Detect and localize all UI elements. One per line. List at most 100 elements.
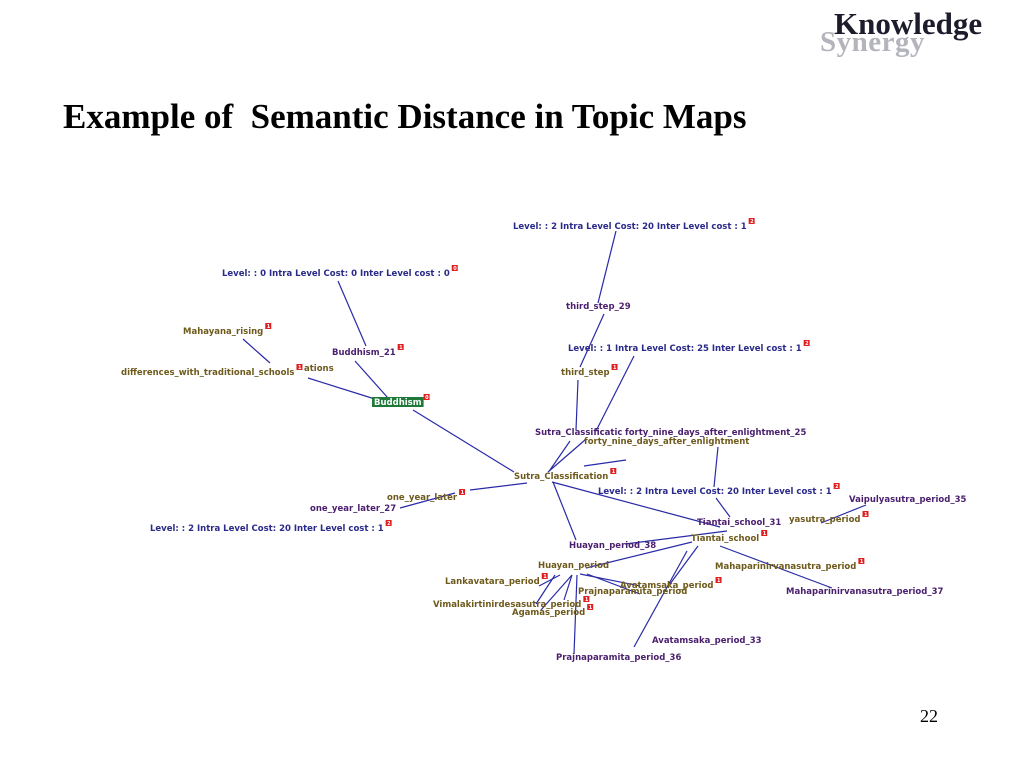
level-marker-icon: 1 (265, 323, 272, 330)
node-prajna-36[interactable]: Prajnaparamita_period_36 (556, 653, 681, 663)
marker-value: 1 (612, 469, 616, 475)
logo-synergy-text: Synergy (820, 26, 925, 58)
node-label: Huayan_period (538, 561, 609, 571)
marker-value: 1 (864, 512, 868, 518)
graph-edge (354, 360, 389, 399)
level-marker-icon: 1 (862, 511, 869, 518)
graph-edge (549, 440, 571, 471)
node-lvl0[interactable]: Level: : 0 Intra Level Cost: 0 Inter Lev… (222, 265, 458, 279)
graph-edge (399, 492, 456, 509)
level-marker-icon: 0 (451, 265, 458, 272)
slide-title: Example of Semantic Distance in Topic Ma… (63, 97, 747, 136)
level-marker-icon: 1 (459, 489, 466, 496)
marker-value: 2 (805, 341, 809, 347)
marker-value: 1 (763, 531, 767, 537)
graph-edge (595, 355, 635, 432)
node-forty-nine[interactable]: forty_nine_days_after_enlightment (584, 437, 749, 447)
node-huayan[interactable]: Huayan_period (538, 561, 609, 571)
node-mahapari-37[interactable]: Mahaparinirvanasutra_period_37 (786, 587, 944, 597)
node-prajna[interactable]: Prajnaparamita_period (578, 587, 687, 597)
node-label: Vaipulyasutra_period_35 (849, 495, 966, 505)
marker-value: 1 (543, 574, 547, 580)
marker-value: 2 (750, 219, 754, 225)
node-tiantai[interactable]: Tiantai_school 1 (691, 530, 768, 544)
level-marker-icon: 1 (715, 577, 722, 584)
node-vaipulyasutra-35[interactable]: Vaipulyasutra_period_35 (849, 495, 966, 505)
marker-value: 1 (267, 324, 271, 330)
node-lvl2-mid[interactable]: Level: : 2 Intra Level Cost: 20 Inter Le… (598, 483, 840, 497)
graph-edge (669, 545, 699, 585)
marker-value: 1 (298, 365, 302, 371)
level-marker-icon: 2 (748, 218, 755, 225)
graph-edge (242, 338, 271, 364)
marker-value: 1 (461, 490, 465, 496)
graph-edge (585, 541, 693, 569)
graph-edge (307, 377, 379, 401)
node-label: Tiantai_school (691, 534, 759, 544)
graph-edge (412, 409, 515, 473)
graph-edge (552, 481, 577, 541)
marker-value: 0 (453, 266, 457, 272)
level-marker-icon: 1 (397, 344, 404, 351)
node-label: Avatamsaka_period (620, 581, 714, 591)
node-forty-nine-25[interactable]: forty_nine_days_after_enlightment_25 (625, 428, 806, 438)
node-label: third_step (561, 368, 610, 378)
node-avatamsaka-33[interactable]: Avatamsaka_period_33 (652, 636, 762, 646)
graph-edge (579, 573, 641, 587)
logo-knowledge-text: Knowledge (834, 6, 983, 41)
graph-edge (575, 379, 579, 431)
node-label: Avatamsaka_period_33 (652, 636, 762, 646)
node-label: Prajnaparamita_period (578, 587, 687, 597)
level-marker-icon: 1 (583, 596, 590, 603)
graph-edge (469, 482, 528, 491)
node-buddhism-21[interactable]: Buddhism_211 (332, 344, 404, 358)
node-third-step-29[interactable]: third_step_29 (566, 302, 631, 312)
graph-edge (538, 574, 561, 587)
graph-edge (713, 446, 719, 488)
node-sutra-class-fragment[interactable]: Sutra_Classificatic (535, 428, 622, 438)
node-lvl1[interactable]: Level: : 1 Intra Level Cost: 25 Inter Le… (568, 340, 810, 354)
level-marker-icon: 1 (761, 530, 768, 537)
node-one-year-later-27[interactable]: one_year_later_27 (310, 504, 396, 514)
graph-edge (563, 574, 573, 601)
page-number: 22 (920, 706, 938, 726)
node-label: forty_nine_days_after_enlightment (584, 437, 749, 447)
node-label: Sutra_Classificatic (535, 428, 622, 438)
node-label: Level: : 2 Intra Level Cost: 20 Inter Le… (513, 222, 747, 232)
node-huayan-38[interactable]: Huayan_period_38 (569, 541, 656, 551)
graph-edge (551, 481, 721, 528)
graph-edge (583, 459, 627, 467)
marker-value: 0 (425, 395, 429, 401)
node-label: one_year_later_27 (310, 504, 396, 514)
node-label: Tiantai_school_31 (697, 518, 781, 528)
graph-edge (535, 574, 556, 605)
node-lvl-top[interactable]: Level: : 2 Intra Level Cost: 20 Inter Le… (513, 218, 755, 232)
node-lvl2-left[interactable]: Level: : 2 Intra Level Cost: 20 Inter Le… (150, 520, 392, 534)
level-marker-icon: 2 (385, 520, 392, 527)
graph-edge (579, 313, 605, 368)
node-label: third_step_29 (566, 302, 631, 312)
knowledge-synergy-logo: Synergy Knowledge (816, 6, 1006, 62)
graph-edge (633, 550, 688, 648)
node-ations[interactable]: ations (304, 364, 334, 374)
marker-value: 2 (835, 484, 839, 490)
node-label: Huayan_period_38 (569, 541, 656, 551)
node-tiantai-31[interactable]: Tiantai_school_31 (697, 518, 781, 528)
node-label: Mahaparinirvanasutra_period (715, 562, 856, 572)
graph-edge (586, 573, 641, 595)
graph-edge (820, 504, 867, 524)
